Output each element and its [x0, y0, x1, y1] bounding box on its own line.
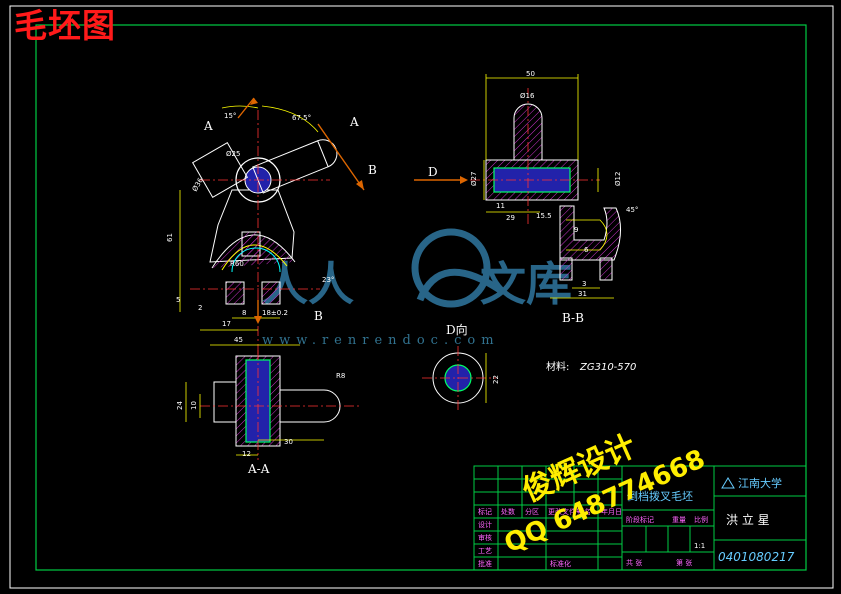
tb-part-name: 倒档拨叉毛坯	[627, 489, 693, 503]
dim-45deg: 45°	[626, 206, 638, 214]
tb-row-sign: 签名	[577, 507, 591, 516]
dim-50: 50	[526, 70, 535, 78]
tb-label-standard: 标准化	[550, 559, 571, 568]
dim-22: 22	[492, 375, 500, 384]
dim-8: 8	[242, 309, 246, 317]
tb-page: 第 张	[676, 558, 692, 567]
view-d-label: D向	[446, 322, 468, 337]
page-title: 毛坯图	[14, 6, 116, 45]
dim-36: Ø36	[191, 176, 205, 193]
dim-12: Ø12	[614, 172, 622, 186]
tb-label-process: 工艺	[478, 547, 492, 555]
section-aa-label: A-A	[247, 462, 270, 476]
tb-sheet: 共 张	[626, 558, 642, 567]
tb-ratio: 比例	[694, 515, 708, 524]
tb-designer: 洪 立 星	[726, 512, 770, 527]
tb-scale: 1:1	[694, 542, 705, 550]
section-mark-a2: A	[349, 115, 359, 129]
dim-16: Ø16	[520, 92, 535, 100]
dim-5: 5	[176, 296, 180, 304]
dim-31: 31	[578, 290, 587, 298]
tb-weight: 重量	[672, 516, 686, 524]
section-mark-b2: B	[314, 309, 323, 323]
tb-row-date: 年月日	[601, 507, 622, 516]
view-mark-d: D	[428, 165, 438, 179]
dim-24: 24	[176, 401, 184, 410]
dim-27: Ø27	[470, 172, 478, 186]
title-block	[473, 465, 807, 571]
dim-2: 2	[198, 304, 202, 312]
dim-18: 18±0.2	[262, 309, 288, 317]
dim-30: 30	[284, 438, 293, 446]
material-label: 材料:	[546, 360, 569, 373]
tb-row-count: 处数	[501, 507, 515, 516]
tb-row-doc: 更改文件号	[548, 507, 583, 516]
dim-6: 6	[584, 246, 589, 254]
dim-9: 9	[574, 226, 578, 234]
outer-frame	[9, 5, 834, 589]
top-right-view: D 50 Ø16 Ø27 Ø12 11 29	[414, 70, 622, 226]
dim-61: 61	[166, 233, 174, 242]
dim-r8: R8	[336, 372, 345, 380]
material-value: ZG310-570	[579, 362, 636, 373]
tb-school: 江南大学	[738, 476, 782, 490]
section-bb: 15.5 45° 9 6 3 31 B-B	[536, 205, 638, 325]
dim-29: 29	[506, 214, 515, 222]
tb-label-review: 审核	[478, 533, 492, 542]
dim-155: 15.5	[536, 212, 552, 220]
dim-11: 11	[496, 202, 505, 210]
tb-label-approve: 批准	[478, 559, 492, 568]
inner-frame	[35, 24, 807, 571]
site-watermark-right: 文库	[480, 257, 572, 311]
dim-angle-23: 23°	[322, 276, 334, 284]
section-mark-a1: A	[203, 119, 213, 133]
view-d-circle: 22	[422, 346, 500, 410]
dim-angle-675: 67.5°	[292, 114, 311, 122]
dim-10: 10	[190, 401, 198, 410]
section-aa: 24 10 30 12 R8 A-A	[176, 350, 360, 476]
dim-17: 17	[222, 320, 231, 328]
site-watermark: 人人 文库 www.renrendoc.com	[262, 228, 572, 348]
front-view: A A B B 15° 67.5° 23° 61 17 45 8 18±0.2 …	[166, 97, 377, 360]
dim-angle-15: 15°	[224, 112, 236, 120]
dim-r60: R60	[230, 260, 244, 268]
dim-3: 3	[582, 280, 586, 288]
school-logo-icon	[721, 477, 735, 489]
dim-12b: 12	[242, 450, 251, 458]
site-url: www.renrendoc.com	[262, 333, 500, 348]
tb-label-design: 设计	[478, 520, 492, 529]
dim-25: Ø25	[226, 150, 240, 158]
tb-row-zone: 分区	[525, 507, 539, 516]
section-bb-label: B-B	[562, 311, 584, 325]
tb-code: 0401080217	[718, 550, 795, 564]
section-mark-b1: B	[368, 163, 377, 177]
dim-45: 45	[234, 336, 243, 344]
tb-row-mark: 标记	[478, 507, 492, 516]
tb-stage-mark: 阶段标记	[626, 515, 654, 524]
